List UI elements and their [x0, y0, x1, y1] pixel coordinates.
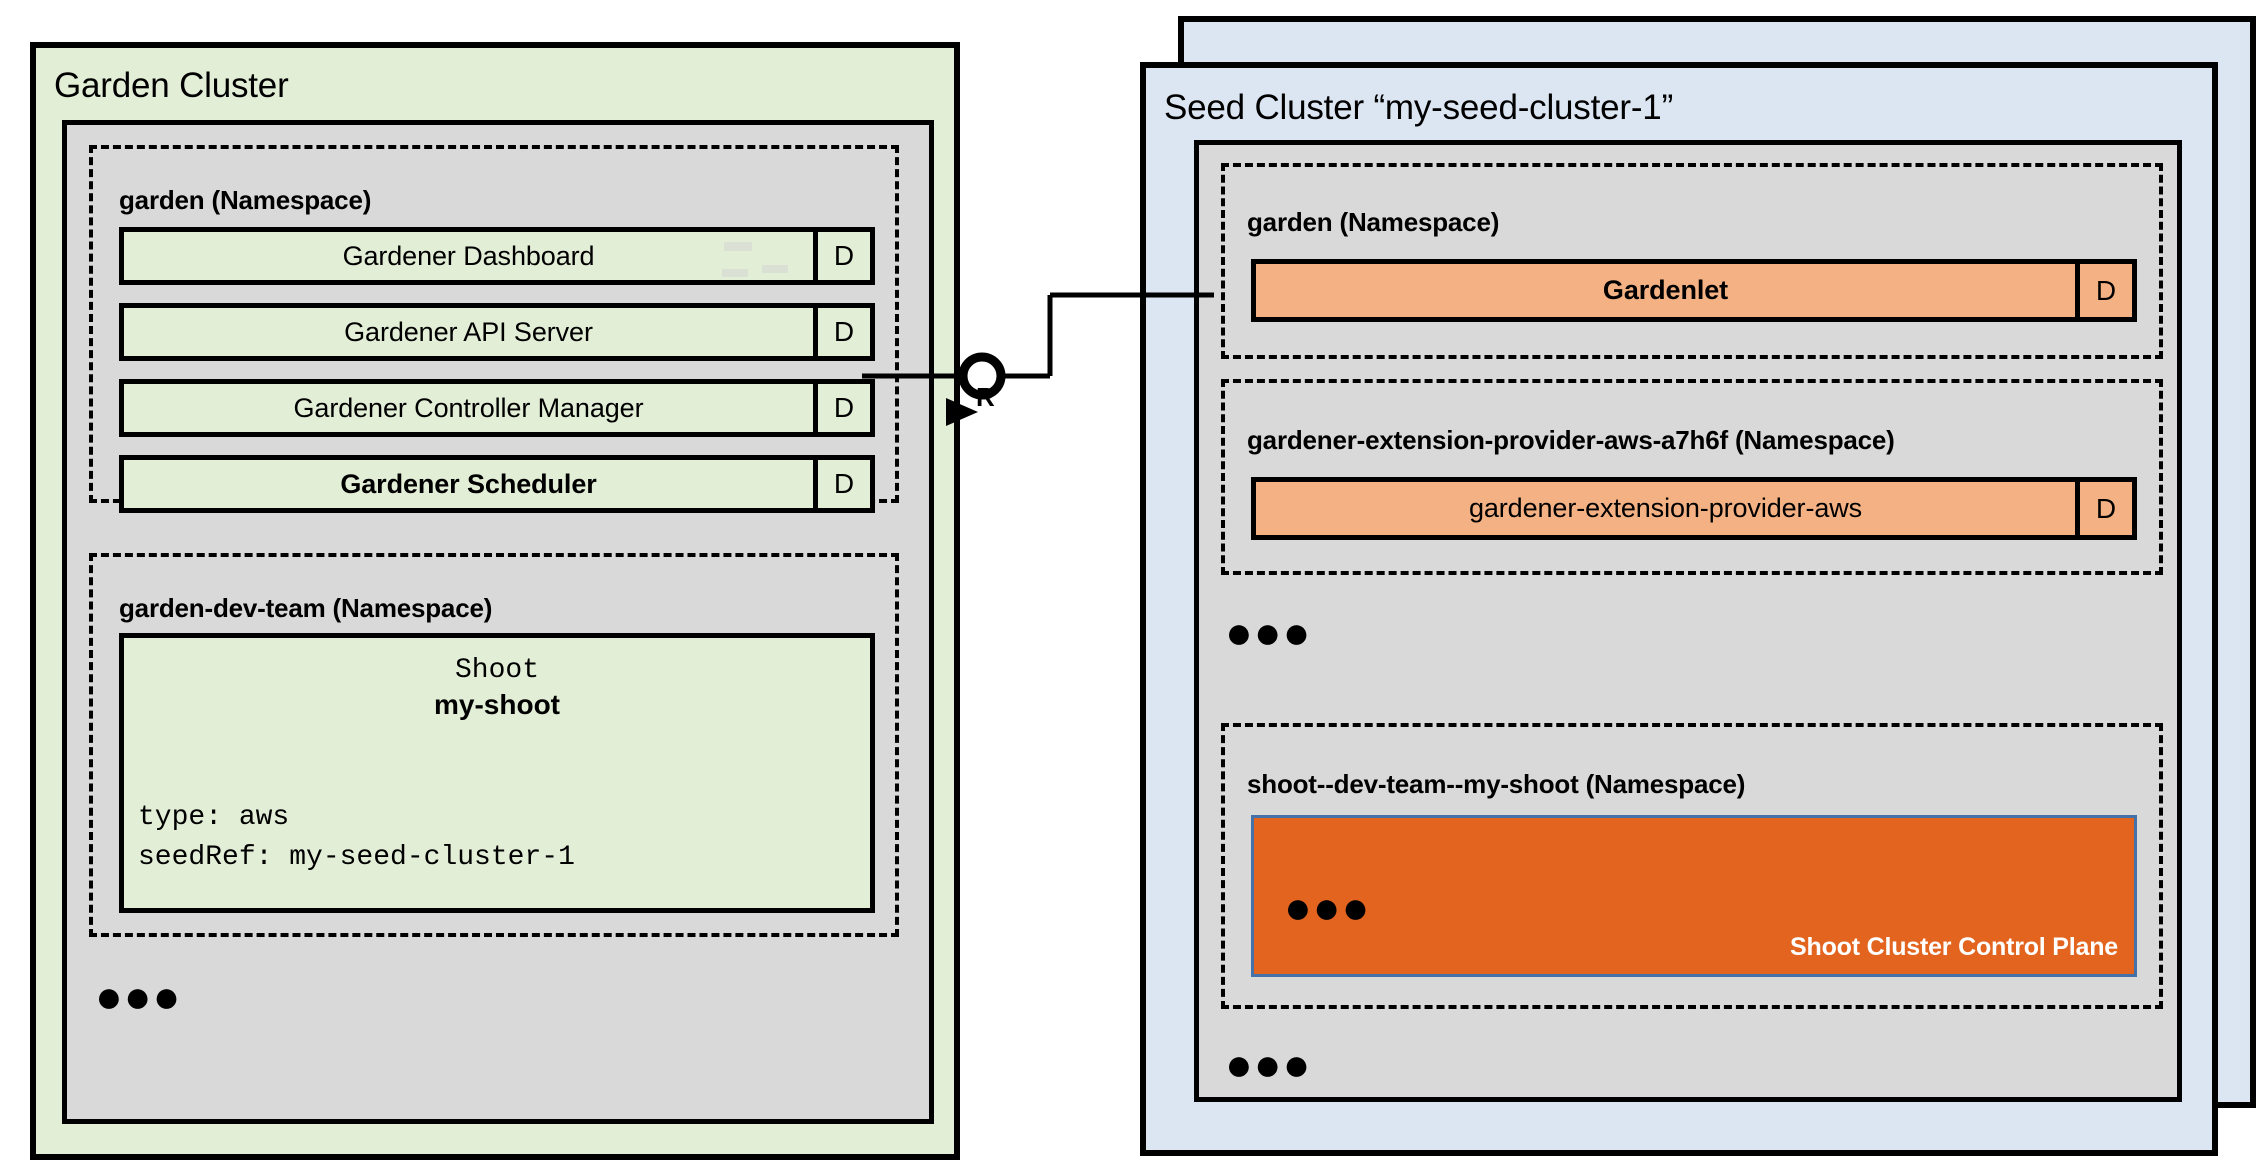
dashboard-artifact-2 [722, 269, 748, 277]
garden-component-gardener-scheduler-kind-badge: D [813, 460, 870, 508]
shoot-resource-spec-type: type: aws [138, 801, 290, 833]
seed-namespace-garden-label: garden (Namespace) [1247, 207, 1500, 237]
connector-relation-label: R [976, 382, 995, 412]
garden-namespace-garden-dev-team: garden-dev-team (Namespace) Shoot my-sho… [89, 553, 899, 937]
garden-cluster-title: Garden Cluster [54, 66, 289, 105]
garden-node-panel: garden (Namespace) Gardener Dashboard D … [62, 120, 934, 1124]
shoot-resource-name: my-shoot [434, 688, 560, 720]
shoot-resource-kind: Shoot [454, 655, 539, 686]
garden-component-gardener-api-server-label: Gardener API Server [344, 316, 593, 347]
seed-more-indicator-middle: ●●● [1225, 606, 1312, 658]
garden-component-gardener-controller-manager-label: Gardener Controller Manager [293, 392, 644, 423]
seed-component-gardenlet-label: Gardenlet [1602, 275, 1729, 305]
seed-component-gardenlet[interactable]: Gardenlet D [1251, 259, 2137, 322]
seed-cluster-title: Seed Cluster “my-seed-cluster-1” [1164, 88, 1674, 127]
seed-namespace-extension-provider-aws-label: gardener-extension-provider-aws-a7h6f (N… [1247, 425, 1895, 455]
seed-more-indicator-bottom: ●●● [1225, 1038, 1312, 1090]
shoot-cluster-control-plane[interactable]: ●●● Shoot Cluster Control Plane [1251, 815, 2137, 977]
dashboard-artifact-1 [724, 242, 752, 251]
shoot-resource-card[interactable]: Shoot my-shoot type: aws seedRef: my-see… [119, 633, 875, 913]
garden-component-gardener-scheduler[interactable]: Gardener Scheduler D [119, 455, 875, 513]
garden-component-gardener-scheduler-label: Gardener Scheduler [340, 468, 597, 499]
garden-cluster-card: Garden Cluster garden (Namespace) Garden… [30, 42, 960, 1160]
seed-node-panel: garden (Namespace) Gardenlet D gardener-… [1194, 140, 2182, 1102]
seed-component-extension-provider-aws-label: gardener-extension-provider-aws [1468, 493, 1863, 523]
garden-more-indicator: ●●● [95, 970, 182, 1022]
garden-component-gardener-controller-manager[interactable]: Gardener Controller Manager D [119, 379, 875, 437]
seed-namespace-shoot-dev-team-my-shoot-label: shoot--dev-team--my-shoot (Namespace) [1247, 769, 1746, 799]
seed-namespace-garden: garden (Namespace) Gardenlet D [1221, 163, 2163, 359]
dashboard-artifact-3 [762, 265, 788, 273]
garden-component-gardener-dashboard-kind-badge: D [813, 232, 870, 280]
garden-namespace-garden-dev-team-label: garden-dev-team (Namespace) [119, 593, 493, 623]
garden-component-gardener-dashboard-label: Gardener Dashboard [342, 240, 595, 271]
shoot-cluster-control-plane-label: Shoot Cluster Control Plane [1790, 933, 2118, 961]
control-plane-more-indicator: ●●● [1284, 881, 1371, 933]
garden-component-gardener-api-server[interactable]: Gardener API Server D [119, 303, 875, 361]
shoot-resource-spec-seedref: seedRef: my-seed-cluster-1 [138, 842, 575, 874]
seed-component-gardenlet-kind-badge: D [2075, 264, 2132, 317]
seed-namespace-shoot-dev-team-my-shoot: shoot--dev-team--my-shoot (Namespace) ●●… [1221, 723, 2163, 1009]
garden-component-gardener-dashboard[interactable]: Gardener Dashboard D [119, 227, 875, 285]
seed-cluster-card: Seed Cluster “my-seed-cluster-1” garden … [1140, 62, 2218, 1156]
garden-component-gardener-api-server-kind-badge: D [813, 308, 870, 356]
seed-component-extension-provider-aws-kind-badge: D [2075, 482, 2132, 535]
garden-namespace-garden: garden (Namespace) Gardener Dashboard D … [89, 145, 899, 513]
garden-component-gardener-controller-manager-kind-badge: D [813, 384, 870, 432]
garden-namespace-garden-label: garden (Namespace) [119, 185, 372, 215]
seed-namespace-extension-provider-aws: gardener-extension-provider-aws-a7h6f (N… [1221, 379, 2163, 575]
seed-component-extension-provider-aws[interactable]: gardener-extension-provider-aws D [1251, 477, 2137, 540]
